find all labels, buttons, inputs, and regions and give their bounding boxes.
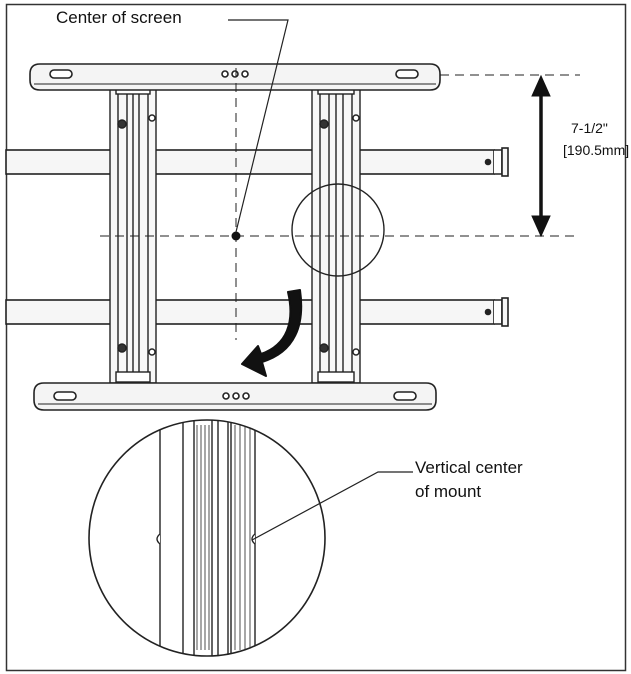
centerlines bbox=[100, 68, 580, 340]
left-vertical-rail bbox=[109, 83, 157, 384]
vertical-center-label-line2: of mount bbox=[415, 482, 482, 501]
magnifier-circle bbox=[291, 183, 385, 277]
curved-arrow-icon bbox=[241, 289, 303, 377]
center-of-screen-label: Center of screen bbox=[56, 8, 182, 27]
center-of-screen-point bbox=[231, 231, 241, 241]
vertical-center-label-line1: Vertical center bbox=[415, 458, 523, 477]
center-of-screen-leader bbox=[228, 19, 289, 233]
horizontal-arms bbox=[5, 147, 509, 327]
top-mounting-bracket bbox=[29, 63, 441, 91]
bottom-mounting-bracket bbox=[33, 382, 437, 411]
dimension-label-inches: 7-1/2" bbox=[571, 120, 608, 136]
double-arrow-icon bbox=[531, 74, 551, 238]
detail-view bbox=[88, 419, 326, 657]
diagram-frame bbox=[5, 3, 627, 672]
right-vertical-rail bbox=[311, 83, 361, 384]
vertical-center-leader bbox=[251, 471, 413, 541]
dimension-label-mm: [190.5mm] bbox=[563, 142, 630, 158]
